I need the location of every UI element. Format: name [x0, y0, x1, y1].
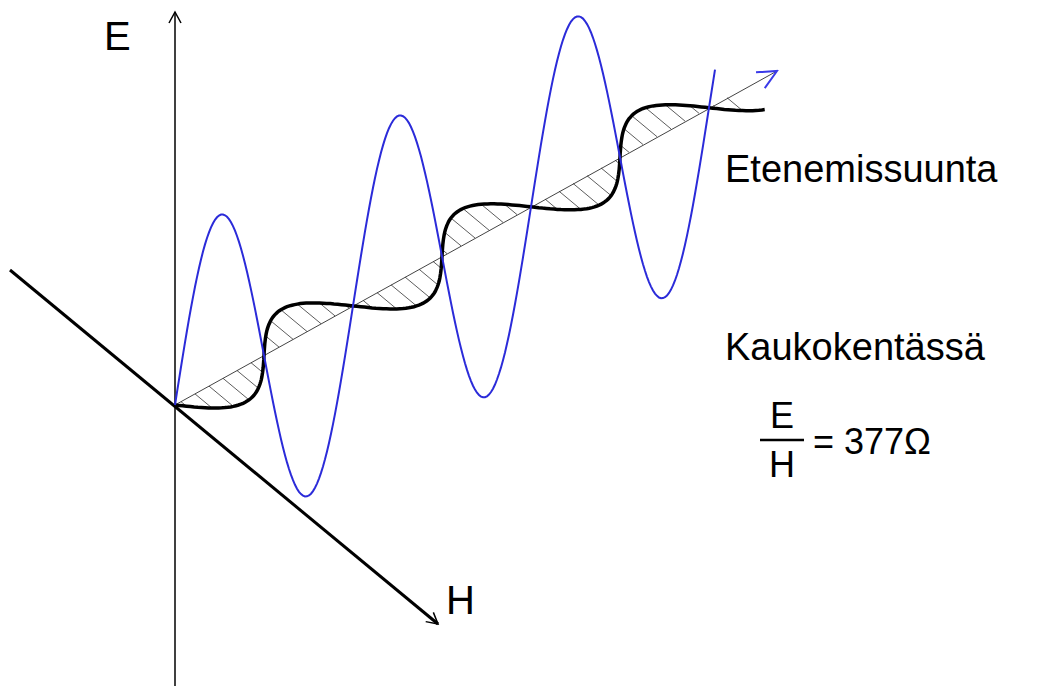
impedance-value: = 377Ω: [813, 424, 931, 460]
hatch-line: [559, 191, 581, 209]
propagation-label: Etenemissuunta: [725, 150, 998, 188]
hatch-line: [451, 218, 475, 238]
hatch-line: [624, 129, 643, 145]
hatch-line: [601, 168, 617, 182]
hatch-line: [297, 304, 321, 324]
hatch-line: [665, 105, 685, 121]
hatch-line: [405, 277, 430, 298]
hatch-line: [237, 371, 258, 389]
hatch-line: [223, 378, 249, 400]
hatch-line: [587, 176, 611, 196]
fraction-denominator: H: [769, 447, 795, 483]
fraction-numerator: E: [770, 398, 794, 434]
hatch-line: [281, 310, 307, 332]
hatch-line: [251, 363, 263, 373]
far-field-label: Kaukokentässä: [725, 328, 985, 366]
hatch-line: [419, 269, 438, 285]
hatch-line: [391, 285, 417, 306]
e-axis: [174, 12, 176, 686]
hatch-line: [463, 209, 489, 231]
hatch-line: [209, 386, 233, 406]
h-axis-label: H: [446, 580, 475, 620]
hatch-line: [271, 321, 293, 340]
e-field-wave: [175, 16, 715, 496]
hatch-line: [481, 204, 503, 222]
h-axis: [10, 270, 438, 624]
e-axis-label: E: [104, 16, 131, 56]
hatch-line: [573, 183, 599, 205]
hatch-line: [266, 336, 279, 347]
hatch-line: [632, 116, 657, 137]
fraction-bar: [760, 439, 804, 442]
hatch-line: [646, 108, 672, 129]
hatch-line: [377, 293, 397, 309]
hatch-line: [445, 232, 461, 246]
h-field-wave: [175, 105, 765, 408]
